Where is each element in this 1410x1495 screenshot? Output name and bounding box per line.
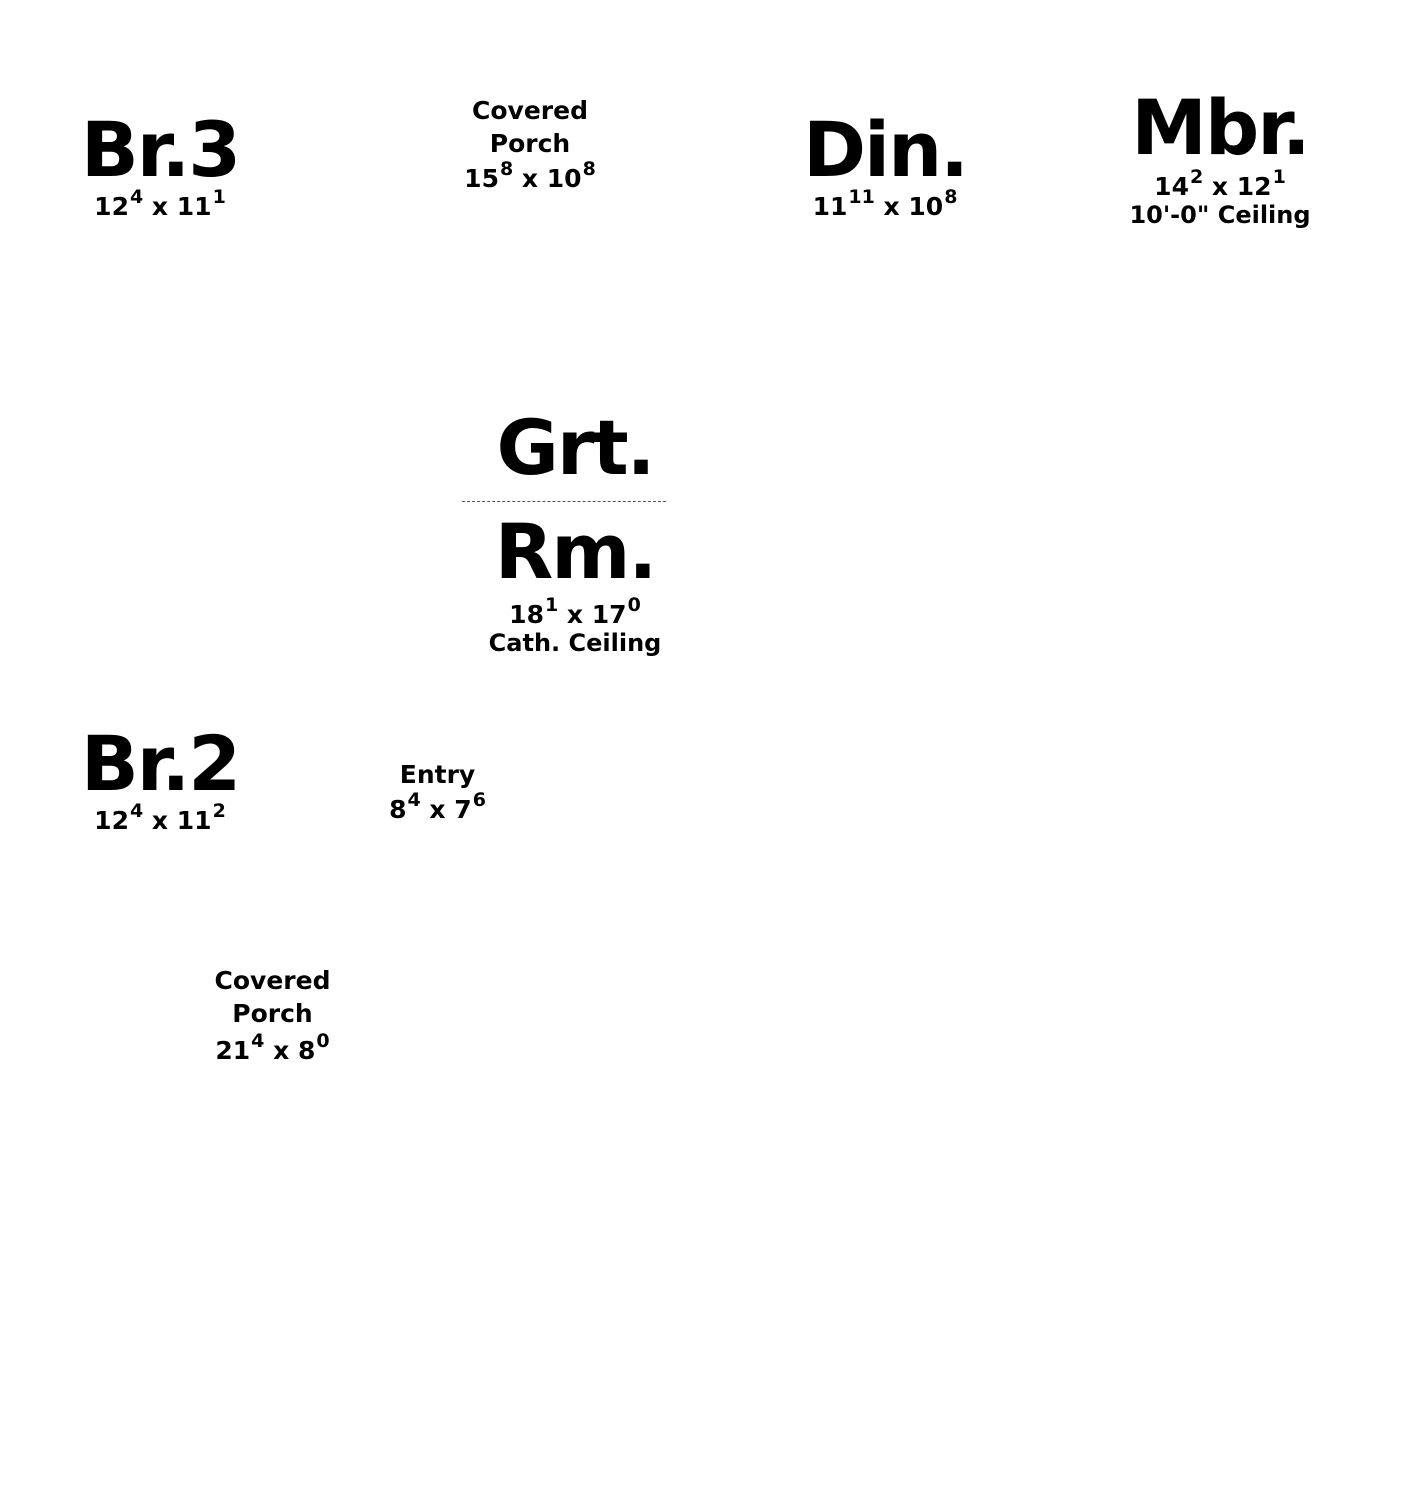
width-inches: 4: [129, 800, 144, 822]
width-inches: 11: [848, 186, 875, 208]
room-label-br3: Br.3 124 x 111: [70, 105, 250, 221]
room-name: Mbr.: [1131, 83, 1311, 172]
width-inches: 8: [499, 158, 514, 180]
room-label-din: Din. 1111 x 108: [795, 105, 975, 221]
depth-inches: 8: [582, 158, 596, 180]
depth-feet: 12: [1236, 172, 1272, 201]
room-name: Din.: [802, 105, 969, 194]
width-feet: 8: [389, 795, 407, 824]
dashed-divider-line: [462, 501, 666, 502]
depth-feet: 17: [591, 600, 627, 629]
times-sign: x: [1211, 172, 1229, 201]
width-feet: 12: [94, 192, 129, 221]
width-inches: 4: [407, 789, 421, 811]
times-sign: x: [883, 192, 900, 221]
room-name-line2: Porch: [232, 999, 313, 1028]
room-dimensions: 1111 x 108: [812, 188, 958, 221]
times-sign: x: [151, 192, 169, 221]
width-feet: 14: [1154, 172, 1189, 201]
ceiling-note: Cath. Ceiling: [488, 629, 662, 657]
depth-feet: 10: [908, 192, 944, 221]
times-sign: x: [273, 1036, 290, 1065]
room-name: Br.2: [80, 719, 241, 808]
room-name-line1: Covered: [214, 966, 331, 995]
depth-inches: 1: [1272, 166, 1286, 188]
depth-inches: 2: [212, 800, 226, 822]
room-label-covered-porch-bottom: Covered Porch 214 x 80: [195, 964, 350, 1063]
room-dimensions: 181 x 170: [509, 596, 641, 629]
times-sign: x: [566, 600, 584, 629]
width-feet: 12: [94, 806, 129, 835]
room-dimensions: 124 x 111: [94, 188, 226, 221]
width-feet: 15: [464, 164, 499, 193]
ceiling-note: 10'-0" Ceiling: [1129, 201, 1311, 229]
width-inches: 4: [251, 1030, 265, 1052]
room-name-line2: Porch: [489, 129, 571, 158]
depth-feet: 11: [176, 192, 212, 221]
room-name-line1: Grt.: [496, 403, 655, 492]
room-label-entry: Entry 84 x 76: [375, 758, 500, 822]
depth-feet: 7: [454, 795, 472, 824]
room-dimensions: 84 x 76: [389, 791, 486, 824]
width-feet: 11: [812, 192, 848, 221]
times-sign: x: [521, 164, 539, 193]
depth-inches: 0: [316, 1030, 330, 1052]
depth-inches: 1: [212, 186, 226, 208]
room-dimensions: 142 x 121: [1154, 168, 1286, 201]
room-label-br2: Br.2 124 x 112: [70, 719, 250, 835]
depth-inches: 8: [944, 186, 958, 208]
room-name: Br.3: [80, 105, 241, 194]
room-label-covered-porch-top: Covered Porch 158 x 108: [450, 94, 610, 191]
width-inches: 1: [544, 594, 559, 616]
room-dimensions: 158 x 108: [464, 160, 596, 193]
depth-inches: 0: [627, 594, 641, 616]
depth-feet: 8: [297, 1036, 316, 1065]
width-feet: 18: [509, 600, 544, 629]
room-dimensions: 214 x 80: [215, 1032, 329, 1065]
depth-feet: 11: [176, 806, 212, 835]
room-label-mbr: Mbr. 142 x 121 10'-0" Ceiling: [1110, 83, 1330, 229]
depth-inches: 6: [472, 789, 486, 811]
room-name: Entry: [399, 760, 476, 789]
depth-feet: 10: [546, 164, 582, 193]
width-inches: 2: [1189, 166, 1204, 188]
times-sign: x: [151, 806, 169, 835]
width-inches: 4: [129, 186, 144, 208]
room-label-grt-rm: Grt. Rm. 181 x 170 Cath. Ceiling: [470, 403, 680, 657]
room-name-line1: Covered: [472, 96, 588, 125]
room-dimensions: 124 x 112: [94, 802, 226, 835]
times-sign: x: [429, 795, 446, 824]
width-feet: 21: [215, 1036, 251, 1065]
room-name-line2: Rm.: [494, 507, 658, 596]
